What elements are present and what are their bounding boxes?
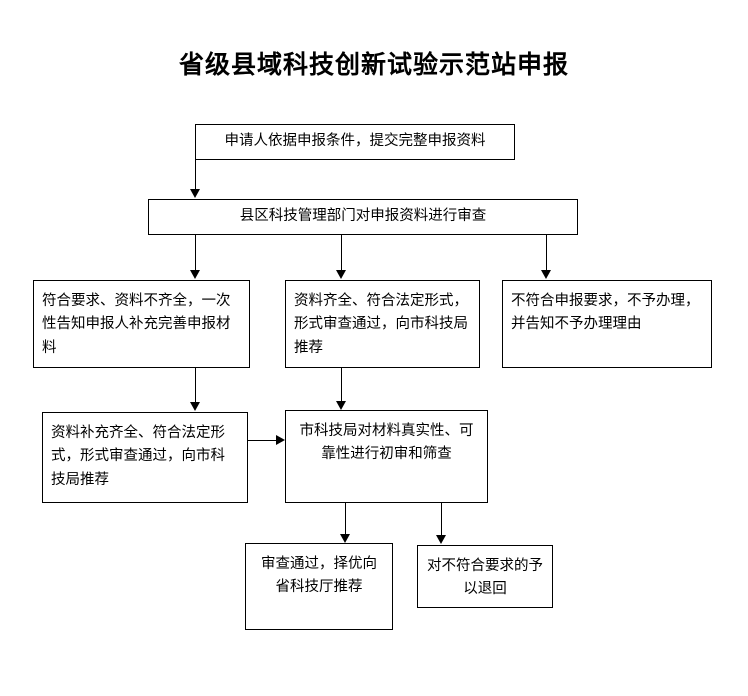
- edge-apply-to-review: [194, 160, 196, 190]
- arrowhead-city-check-to-returned: [435, 535, 446, 544]
- node-city-bureau-check: 市科技局对材料真实性、可靠性进行初审和筛查: [285, 410, 488, 503]
- arrowhead-incomplete-to-supplemented: [189, 402, 200, 411]
- arrowhead-complete-to-city-check: [335, 401, 346, 410]
- node-returned-label: 对不符合要求的予以退回: [427, 558, 543, 598]
- edge-incomplete-to-supplemented: [194, 368, 196, 403]
- arrowhead-review-to-incomplete: [189, 270, 200, 279]
- node-incomplete-materials-label: 符合要求、资料不齐全，一次性告知申报人补充完善申报材料: [42, 293, 231, 356]
- arrowhead-city-check-to-passed: [339, 534, 350, 543]
- arrowhead-review-to-complete: [335, 270, 346, 279]
- node-passed-recommend: 审查通过，择优向省科技厅推荐: [245, 543, 393, 630]
- node-incomplete-materials: 符合要求、资料不齐全，一次性告知申报人补充完善申报材料: [33, 280, 250, 368]
- arrowhead-supplemented-to-city-check: [276, 435, 285, 445]
- node-supplemented-materials-label: 资料补充齐全、符合法定形式，形式审查通过，向市科技局推荐: [51, 425, 225, 488]
- edge-city-check-to-returned: [440, 503, 442, 536]
- page-title: 省级县域科技创新试验示范站申报: [178, 51, 569, 79]
- node-applicant-submit-label: 申请人依据申报条件，提交完整申报资料: [224, 133, 486, 150]
- node-applicant-submit: 申请人依据申报条件，提交完整申报资料: [195, 124, 515, 160]
- node-not-accepted: 不符合申报要求，不予办理，并告知不予办理理由: [502, 280, 712, 368]
- edge-supplemented-to-city-check: [248, 439, 277, 441]
- arrowhead-apply-to-review: [189, 189, 200, 198]
- node-complete-materials: 资料齐全、符合法定形式，形式审查通过，向市科技局推荐: [285, 280, 480, 368]
- edge-review-to-rejected: [545, 235, 547, 271]
- node-supplemented-materials: 资料补充齐全、符合法定形式，形式审查通过，向市科技局推荐: [42, 412, 248, 503]
- node-county-review-label: 县区科技管理部门对申报资料进行审查: [239, 208, 487, 225]
- node-city-bureau-check-label: 市科技局对材料真实性、可靠性进行初审和筛查: [299, 423, 474, 463]
- node-county-review: 县区科技管理部门对申报资料进行审查: [148, 199, 578, 235]
- edge-review-to-complete: [340, 235, 342, 271]
- edge-review-to-incomplete: [194, 235, 196, 271]
- node-complete-materials-label: 资料齐全、符合法定形式，形式审查通过，向市科技局推荐: [294, 293, 468, 356]
- node-not-accepted-label: 不符合申报要求，不予办理，并告知不予办理理由: [511, 293, 700, 333]
- node-passed-recommend-label: 审查通过，择优向省科技厅推荐: [261, 556, 377, 596]
- edge-city-check-to-passed: [344, 503, 346, 535]
- edge-complete-to-city-check: [340, 368, 342, 402]
- arrowhead-review-to-rejected: [540, 270, 551, 279]
- node-returned: 对不符合要求的予以退回: [417, 545, 553, 608]
